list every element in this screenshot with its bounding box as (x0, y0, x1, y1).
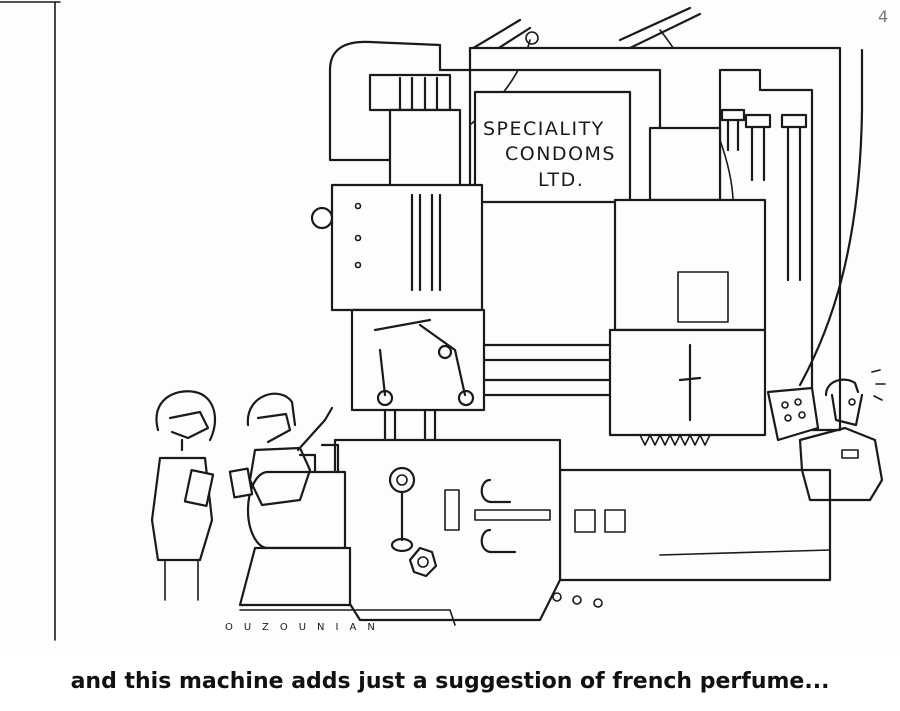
right-press-head (648, 126, 722, 202)
base-bolt (593, 598, 603, 608)
page-number: 4 (878, 7, 888, 26)
connecting-pipes (482, 343, 617, 397)
right-pillar (726, 116, 740, 152)
sign-line-3: LTD. (538, 169, 584, 191)
lever-knob (390, 537, 414, 553)
left-press-head (388, 108, 462, 197)
base-bolt (572, 595, 582, 605)
control-slot (444, 489, 460, 531)
crank-handle (480, 478, 512, 504)
floor-line (239, 609, 456, 626)
pillar-cap (720, 108, 746, 122)
woman-right-hair (246, 392, 297, 427)
base-line (659, 549, 831, 556)
control-dial-center (396, 474, 408, 486)
right-press-panel (677, 271, 729, 323)
lever-arms (373, 318, 467, 397)
drum-stand (238, 546, 352, 607)
crank-bar (474, 509, 551, 521)
machine-base (558, 468, 832, 582)
sign-line-2: CONDOMS (505, 143, 616, 165)
right-pillar (750, 123, 766, 182)
lever-joint (376, 389, 394, 407)
base-window (604, 509, 626, 533)
man-body (798, 426, 884, 502)
man-eye (848, 398, 856, 406)
base-bolt (552, 592, 562, 602)
right-pillar (786, 123, 802, 282)
sign-panel (473, 90, 632, 204)
woman-left-hair (155, 390, 217, 442)
hex-nut-hole (417, 556, 429, 568)
lever-joint (437, 344, 453, 360)
rivet (354, 234, 362, 242)
lever-joint (457, 389, 475, 407)
right-press-handle (678, 343, 702, 422)
spray-hole (794, 398, 802, 406)
left-press-knob (310, 206, 334, 230)
lower-rods (383, 408, 437, 442)
spray-hole (798, 411, 806, 419)
right-press-lower (608, 328, 767, 437)
man-face (830, 393, 864, 427)
rivet (354, 202, 362, 210)
man-badge (841, 449, 859, 459)
woman-left-face (168, 410, 210, 440)
pillar-cap (780, 113, 808, 129)
cartoon-drawing: 4 SPECIALITY CONDOMS LTD. (0, 1, 888, 641)
left-lever-housing (350, 308, 486, 412)
artist-signature: OUZOUNIAN (225, 622, 386, 633)
spray-hole (784, 414, 792, 422)
sign-line-1: SPECIALITY (483, 118, 605, 140)
pillar-cap (744, 113, 772, 129)
drum-valves (298, 443, 340, 474)
left-press-rods (410, 193, 442, 292)
spray-cable (798, 48, 864, 387)
woman-right-arm (296, 406, 334, 452)
man-cap (824, 378, 860, 397)
clipboard-right (228, 467, 254, 499)
woman-left-legs (164, 559, 199, 601)
hex-nut (408, 546, 438, 578)
clipboard-left (183, 468, 215, 508)
spray-hole (781, 401, 789, 409)
press-teeth (639, 434, 711, 446)
woman-right-face (256, 412, 292, 444)
cartoon-illustration: 4 SPECIALITY CONDOMS LTD. (0, 1, 889, 641)
left-column-rods (398, 76, 439, 112)
crank-handle (480, 528, 517, 554)
hose-clamp (525, 31, 539, 45)
left-press-body (330, 183, 484, 312)
rivet (354, 261, 362, 269)
top-pipe-right (618, 6, 702, 50)
perfume-spray-head (766, 386, 820, 442)
base-window (574, 509, 596, 533)
smell-lines (871, 369, 886, 401)
cartoon-caption: and this machine adds just a suggestion … (70, 669, 830, 694)
woman-left-body (150, 438, 214, 562)
right-press-body (613, 198, 767, 332)
